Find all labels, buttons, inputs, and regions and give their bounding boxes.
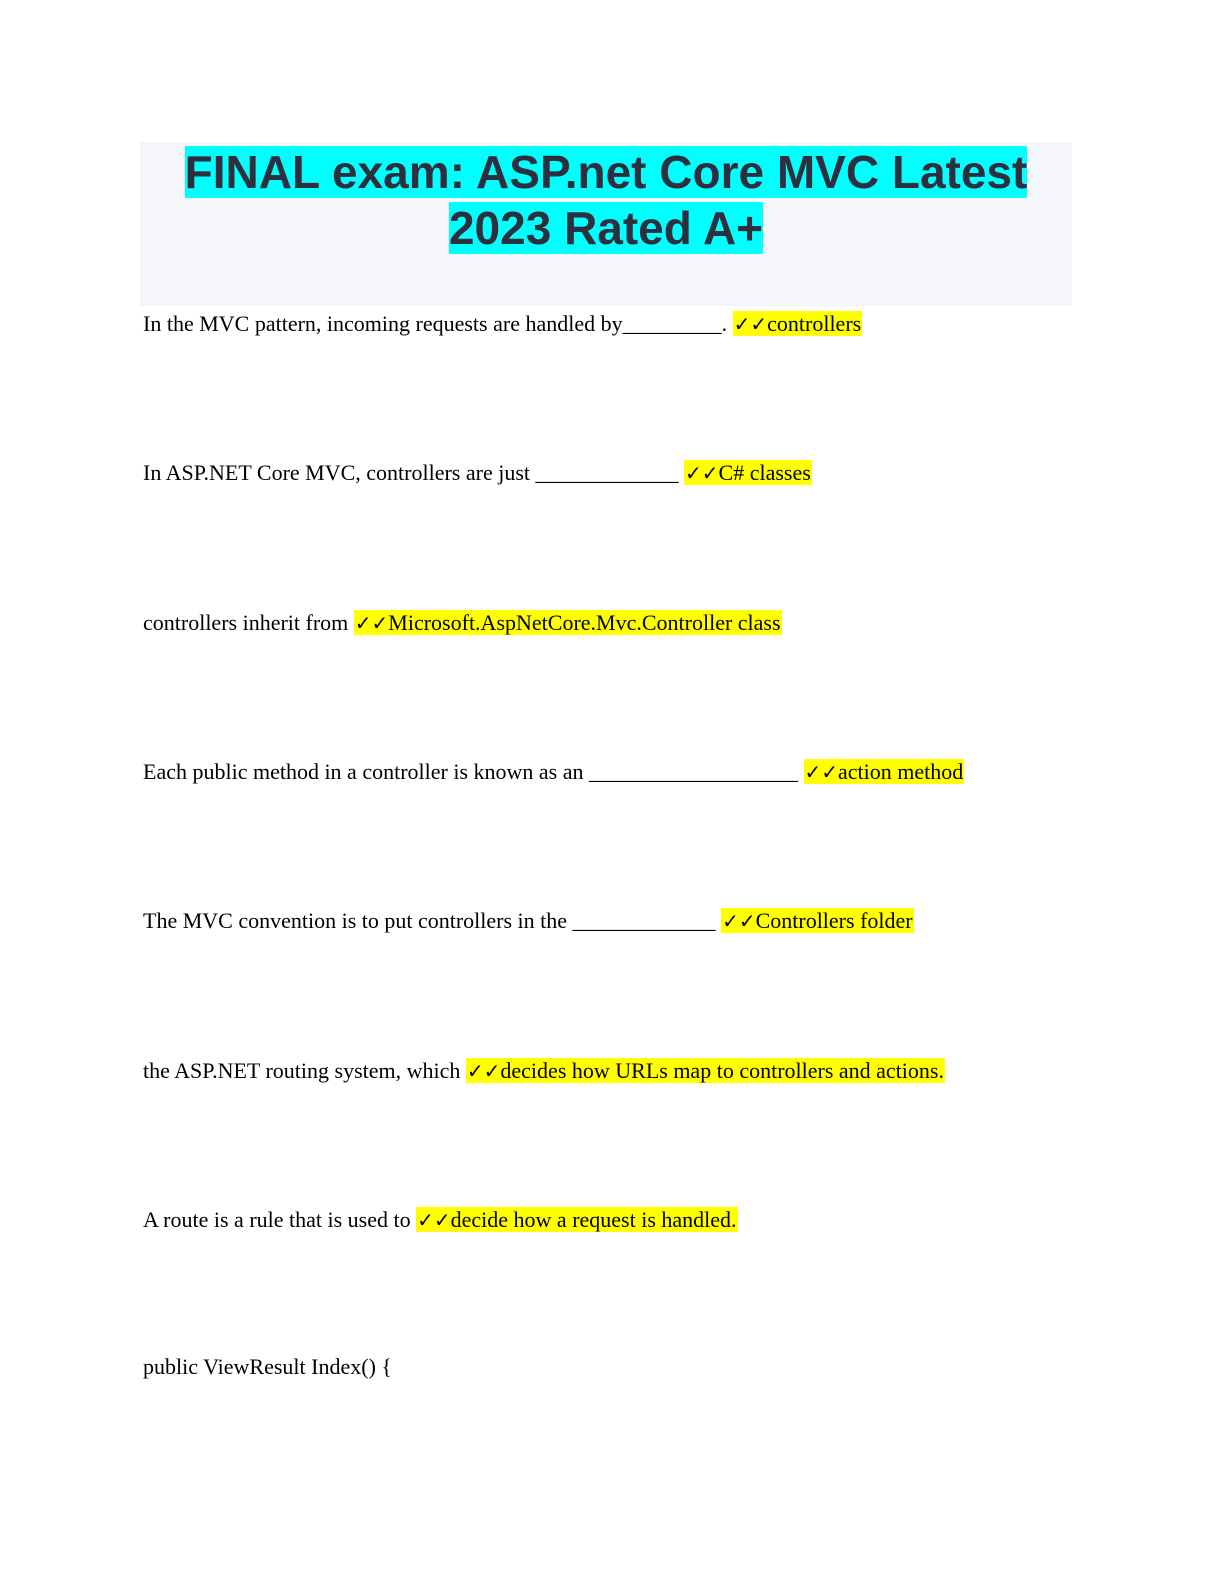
answer-text: decides how URLs map to controllers and … — [500, 1058, 944, 1083]
answer-text: Microsoft.AspNetCore.Mvc.Controller clas… — [388, 610, 781, 635]
double-check-icon: ✓✓ — [804, 760, 839, 784]
answer-text: action method — [838, 759, 964, 784]
question-text: A route is a rule that is used to — [143, 1207, 417, 1232]
title-line-2: 2023 Rated A+ — [448, 202, 764, 254]
answer-text: controllers — [767, 311, 862, 336]
qa-item: Each public method in a controller is kn… — [143, 756, 965, 788]
question-text: Each public method in a controller is kn… — [143, 759, 804, 784]
question-text: In ASP.NET Core MVC, controllers are jus… — [143, 460, 685, 485]
qa-item: A route is a rule that is used to ✓✓deci… — [143, 1204, 738, 1236]
question-text: the ASP.NET routing system, which — [143, 1058, 466, 1083]
question-text: The MVC convention is to put controllers… — [143, 908, 722, 933]
answer-text: Controllers folder — [755, 908, 913, 933]
qa-item: the ASP.NET routing system, which ✓✓deci… — [143, 1055, 945, 1087]
qa-item: In ASP.NET Core MVC, controllers are jus… — [143, 457, 812, 489]
document-title: FINAL exam: ASP.net Core MVC Latest 2023… — [140, 142, 1072, 256]
answer-highlight: ✓✓Microsoft.AspNetCore.Mvc.Controller cl… — [353, 610, 782, 635]
double-check-icon: ✓✓ — [722, 909, 756, 933]
qa-item: controllers inherit from ✓✓Microsoft.Asp… — [143, 607, 782, 639]
answer-highlight: ✓✓Controllers folder — [721, 908, 914, 933]
answer-text: C# classes — [718, 460, 811, 485]
double-check-icon: ✓✓ — [685, 461, 719, 485]
double-check-icon: ✓✓ — [733, 312, 768, 336]
question-text: controllers inherit from — [143, 610, 354, 635]
double-check-icon: ✓✓ — [417, 1208, 451, 1232]
qa-item: The MVC convention is to put controllers… — [143, 905, 914, 937]
double-check-icon: ✓✓ — [354, 611, 389, 635]
double-check-icon: ✓✓ — [466, 1059, 501, 1083]
answer-highlight: ✓✓decide how a request is handled. — [416, 1207, 738, 1232]
answer-text: decide how a request is handled. — [450, 1207, 737, 1232]
code-line: public ViewResult Index() { — [143, 1354, 392, 1379]
answer-highlight: ✓✓controllers — [732, 311, 863, 336]
title-line-1: FINAL exam: ASP.net Core MVC Latest — [184, 146, 1028, 198]
answer-highlight: ✓✓C# classes — [684, 460, 812, 485]
question-text: In the MVC pattern, incoming requests ar… — [143, 311, 733, 336]
title-box: FINAL exam: ASP.net Core MVC Latest 2023… — [140, 142, 1072, 306]
answer-highlight: ✓✓action method — [803, 759, 965, 784]
answer-highlight: ✓✓decides how URLs map to controllers an… — [465, 1058, 945, 1083]
qa-item: In the MVC pattern, incoming requests ar… — [143, 308, 863, 340]
